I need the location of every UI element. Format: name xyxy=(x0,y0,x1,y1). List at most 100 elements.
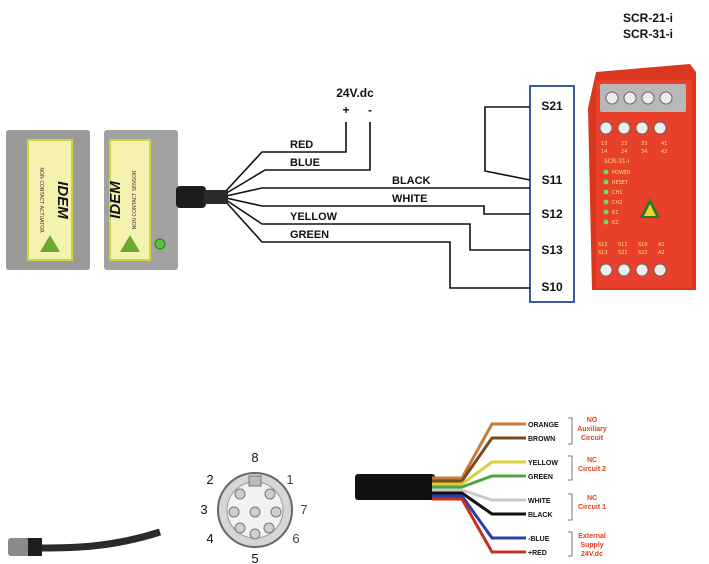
controller-model-1: SCR-21-i xyxy=(623,11,673,25)
bottom-terminal-a2: A2 xyxy=(658,250,665,256)
circuit-label: Circuit 2 xyxy=(578,466,606,473)
wire-label-red: RED xyxy=(290,139,313,151)
wire-labels: RED BLUE BLACK WHITE YELLOW GREEN xyxy=(290,139,431,241)
sensor-pair: IDEM NON CONTACT ACTUATOR IDEM NON CONTA… xyxy=(6,130,228,270)
circuit-label: 24V.dc xyxy=(581,551,603,558)
cable-wire xyxy=(432,491,526,516)
pin-label-3: 3 xyxy=(200,502,207,517)
cable-wire-label: BROWN xyxy=(528,436,555,443)
cable-wire-label: WHITE xyxy=(528,498,551,505)
circuit-brackets xyxy=(568,417,573,557)
top-terminal-13: 13 xyxy=(601,141,607,147)
supply-label: 24V.dc xyxy=(336,86,374,100)
wire-label-white: WHITE xyxy=(392,193,427,205)
cable-fanout: ORANGE BROWN YELLOW GREEN WHITE BLACK -BLUE +RE… xyxy=(355,417,607,558)
circuit-label: Supply xyxy=(580,542,603,549)
pin-label-1: 1 xyxy=(286,472,293,487)
terminal-s12: S12 xyxy=(541,207,563,221)
bottom-terminal-s12: S12 xyxy=(598,242,608,248)
top-terminal-24: 24 xyxy=(621,149,627,155)
circuit-label: External xyxy=(578,533,606,540)
cable-wire xyxy=(432,488,526,502)
controller-module: SCR-21-i SCR-31-i 13 23 33 41 14 24 34 42 SCR-3… xyxy=(588,11,696,290)
led-icon xyxy=(603,179,609,185)
actuator-logo-icon xyxy=(40,235,60,252)
switch-logo-icon xyxy=(120,235,140,252)
pin-label-8: 8 xyxy=(251,450,258,465)
cable-wire-label: ORANGE xyxy=(528,422,559,429)
cable-wire xyxy=(432,422,526,480)
sensor-cable xyxy=(176,186,206,208)
fan-labels: ORANGE BROWN YELLOW GREEN WHITE BLACK -BLUE +RE… xyxy=(528,422,559,557)
circuit-label: Auxiliary xyxy=(577,426,607,433)
bottom-terminal-s13: S13 xyxy=(598,250,608,256)
pin-label-7: 7 xyxy=(300,502,307,517)
bottom-terminal-s22: S22 xyxy=(638,250,648,256)
actuator-brand: IDEM xyxy=(54,181,71,219)
cable-wire-label: YELLOW xyxy=(528,460,558,467)
terminal-s13: S13 xyxy=(541,243,563,257)
top-terminal-34: 34 xyxy=(641,149,647,155)
cable-wire-label: BLACK xyxy=(528,512,553,519)
bottom-terminal-s21: S21 xyxy=(618,250,628,256)
cable-wire xyxy=(432,494,526,540)
top-terminal-33: 33 xyxy=(641,141,647,147)
top-terminal-14: 14 xyxy=(601,149,607,155)
led-label: CH1 xyxy=(612,190,622,196)
terminal-block xyxy=(529,85,575,303)
top-terminal-23: 23 xyxy=(621,141,627,147)
switch-led-icon xyxy=(154,238,166,250)
cable-wire xyxy=(432,497,526,554)
terminal-s21: S21 xyxy=(541,99,563,113)
top-screws xyxy=(599,91,673,135)
led-icon xyxy=(603,189,609,195)
pin-label-4: 4 xyxy=(206,531,213,546)
led-icon xyxy=(603,199,609,205)
circuit-label: NC xyxy=(587,495,597,502)
led-label: K1 xyxy=(612,210,618,216)
cable-jacket xyxy=(355,474,435,500)
led-icon xyxy=(603,219,609,225)
cable-wire xyxy=(432,460,526,486)
circuit-label: NC xyxy=(587,457,597,464)
supply-plus: + xyxy=(342,103,349,117)
supply-minus: - xyxy=(368,103,372,117)
controller-face-label: SCR-31-i xyxy=(604,158,630,165)
bottom-terminal-s10: S10 xyxy=(638,242,648,248)
terminal-s10: S10 xyxy=(541,280,563,294)
pin-label-2: 2 xyxy=(206,472,213,487)
switch-text: NON CONTACT SENSOR xyxy=(132,170,138,229)
cable-wire xyxy=(432,436,526,483)
wire-label-black: BLACK xyxy=(392,175,431,187)
circuit-label: Circuit 1 xyxy=(578,504,606,511)
top-terminal-42: 42 xyxy=(661,149,667,155)
terminal-s11: S11 xyxy=(542,173,563,187)
wire-label-blue: BLUE xyxy=(290,157,320,169)
bottom-screws xyxy=(599,263,667,277)
cable-connector-photo xyxy=(8,528,162,556)
wire-label-yellow: YELLOW xyxy=(290,211,338,223)
wire-label-green: GREEN xyxy=(290,229,329,241)
pin-label-5: 5 xyxy=(251,551,258,564)
cable-wire-label: GREEN xyxy=(528,474,553,481)
cable-wire-label: -BLUE xyxy=(528,536,550,543)
led-icon xyxy=(603,169,609,175)
led-label: CH2 xyxy=(612,200,622,206)
top-terminal-41: 41 xyxy=(661,141,667,147)
circuit-label: Circuit xyxy=(581,435,604,442)
cable-wire xyxy=(432,474,526,489)
controller-model-2: SCR-31-i xyxy=(623,27,673,41)
fan-wires xyxy=(432,422,526,554)
top-terminal-labels: 13 23 33 41 14 24 34 42 xyxy=(601,141,667,155)
wiring-lines xyxy=(224,106,531,289)
actuator-text: NON CONTACT ACTUATOR xyxy=(38,167,44,233)
cable-wire-label: +RED xyxy=(528,550,547,557)
led-icon xyxy=(603,209,609,215)
led-label: RESET xyxy=(612,180,629,186)
